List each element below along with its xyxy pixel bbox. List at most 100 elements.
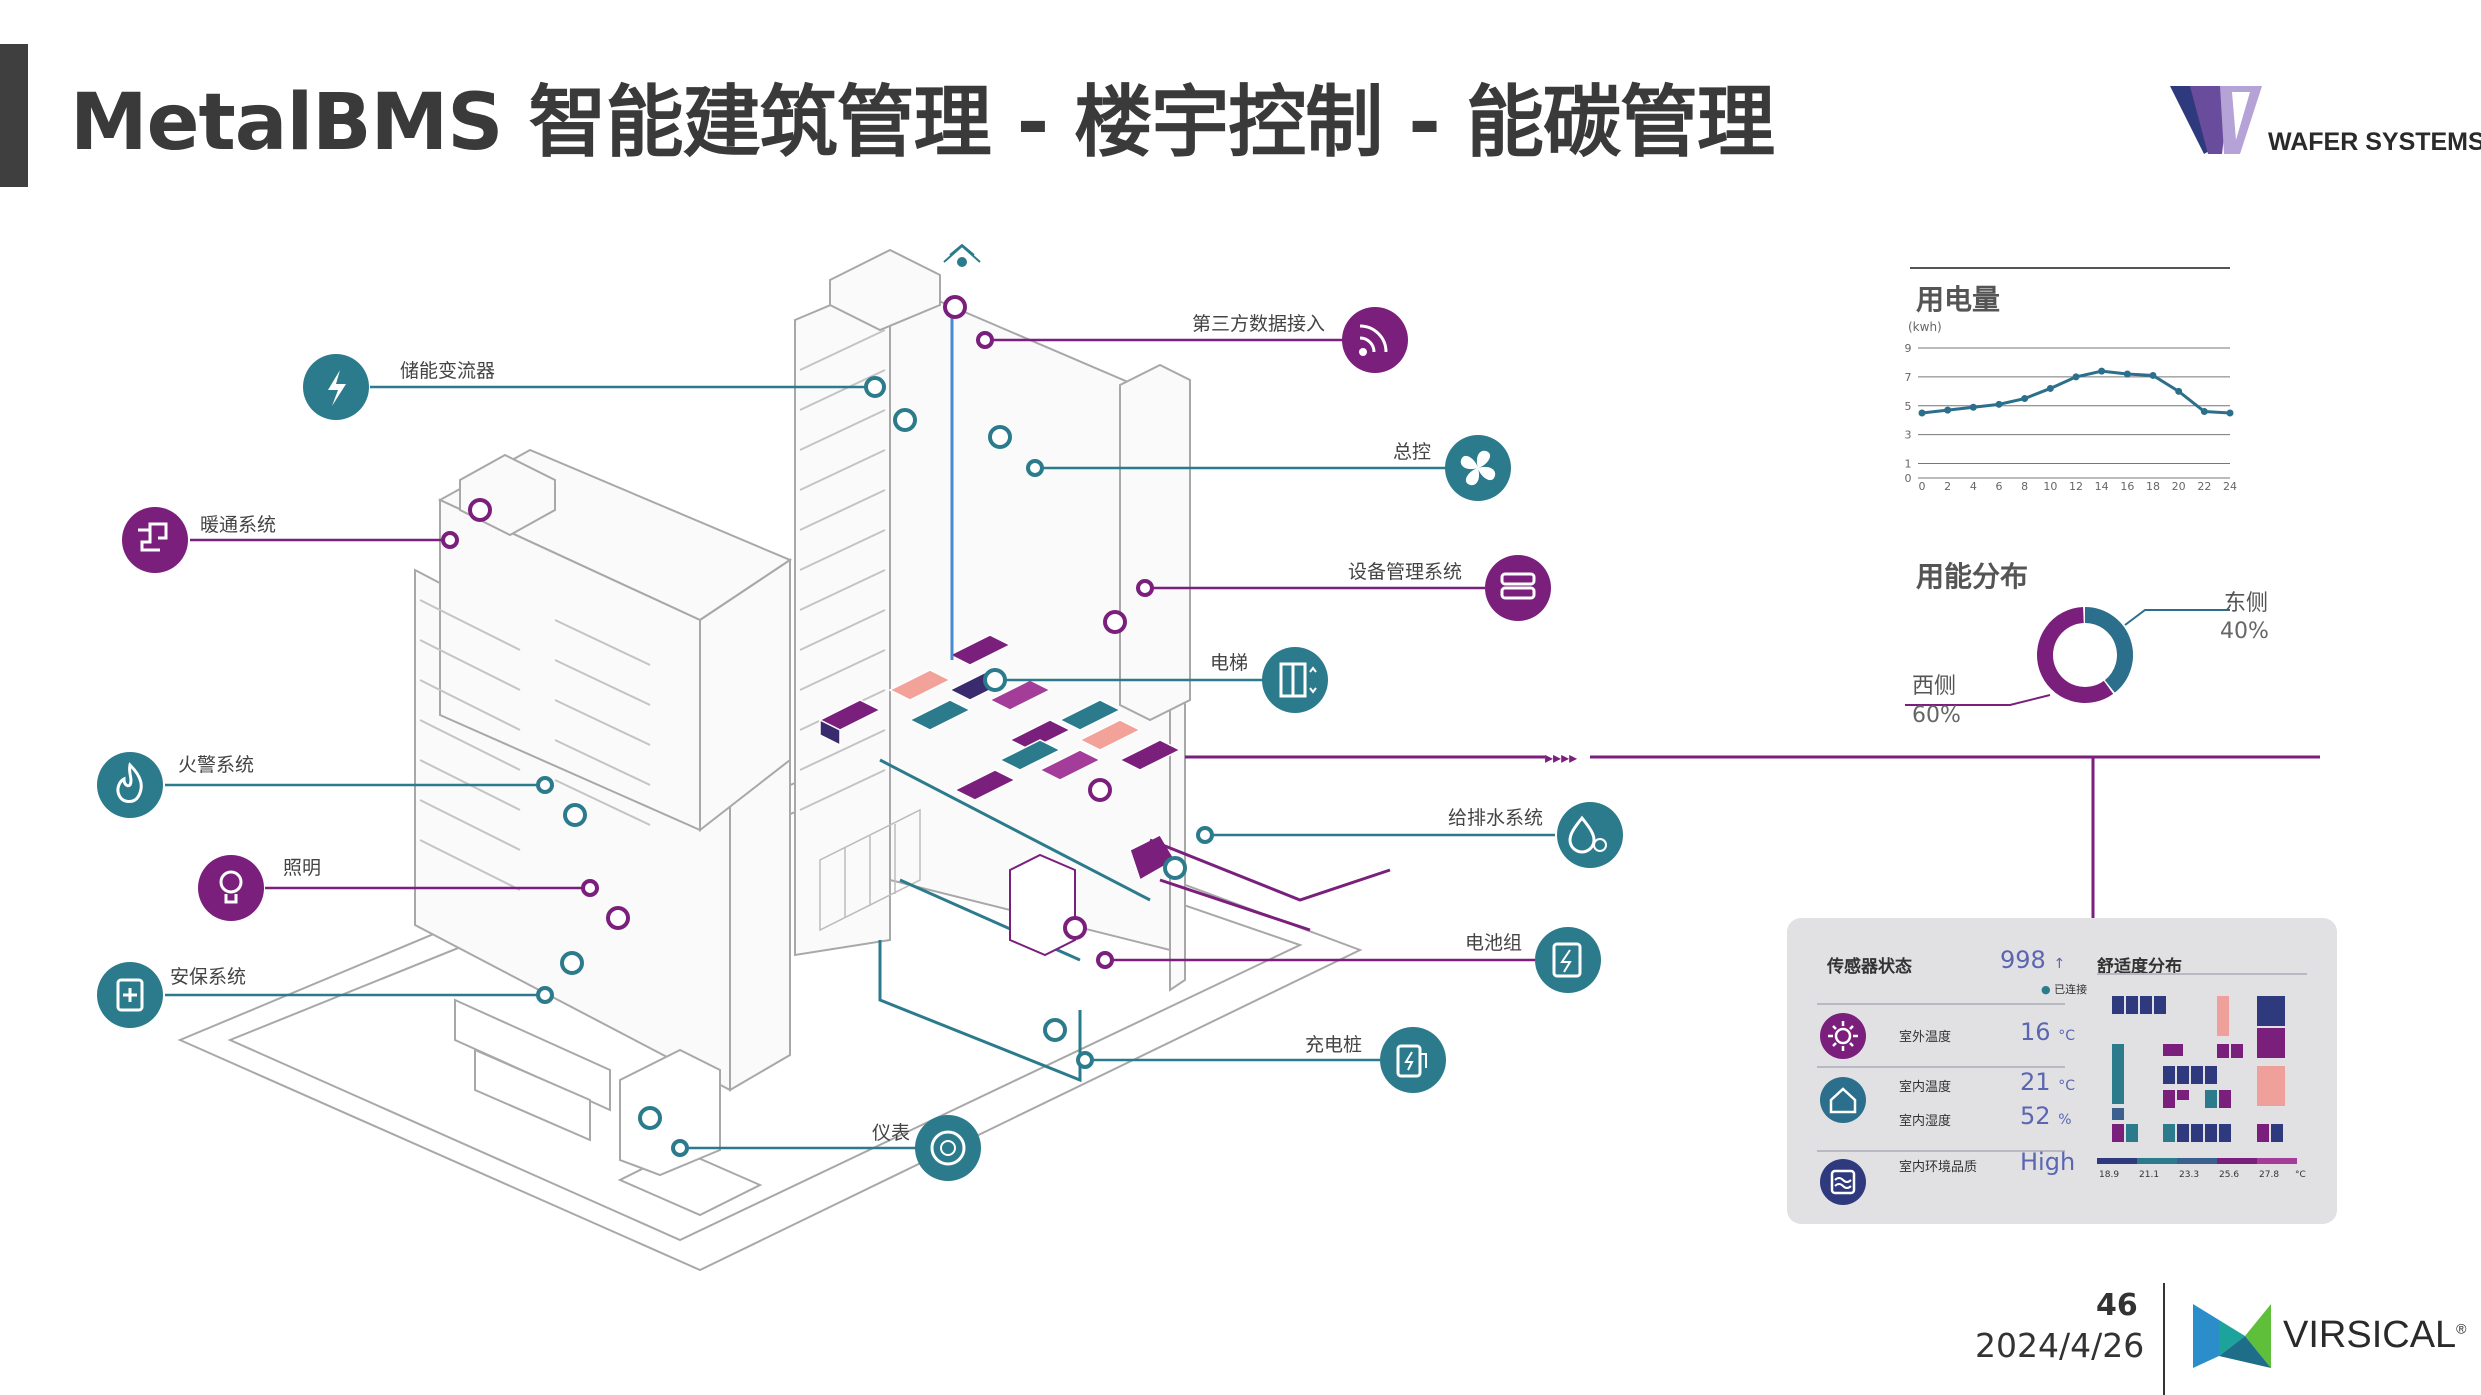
server-icon (1485, 555, 1551, 621)
sensor-status-panel: 传感器状态 998 ↑ ● 已连接 室外温度 16 °C 室内温度 21 °C … (1787, 918, 2337, 1224)
west-value: 60% (1912, 703, 1961, 728)
data-point (2226, 409, 2234, 417)
label-hvac-system: 暖通系统 (200, 514, 277, 536)
wafer-systems-wordmark: WAFER SYSTEMS (2268, 128, 2481, 156)
x-tick-label: 20 (2172, 480, 2186, 493)
indoor-humidity-label: 室内湿度 (1899, 1114, 1952, 1129)
data-point (1918, 409, 1926, 417)
data-point (2072, 373, 2080, 381)
energy-distribution-donut (1905, 607, 2230, 706)
data-point (1944, 406, 1952, 414)
data-point (2098, 367, 2106, 375)
label-battery-pack: 电池组 (1465, 932, 1523, 954)
x-tick-label: 18 (2146, 480, 2160, 493)
x-tick-label: 24 (2223, 480, 2237, 493)
y-tick-label: 0 (1905, 472, 1912, 485)
label-fire-alarm-system: 火警系统 (178, 754, 255, 776)
y-tick-label: 1 (1905, 458, 1912, 471)
east-label: 东侧 (2224, 591, 2269, 616)
water-drop-icon (1557, 802, 1623, 868)
y-tick-label: 7 (1905, 371, 1912, 384)
x-tick-label: 2 (1944, 480, 1951, 493)
power-chart-title: 用电量 (1916, 283, 2001, 316)
distribution-chart-title: 用能分布 (1916, 560, 2029, 593)
east-leader-line (2124, 609, 2230, 626)
x-tick-label: 0 (1919, 480, 1926, 493)
label-equipment-management: 设备管理系统 (1348, 561, 1463, 583)
label-water-supply-drainage: 给排水系统 (1448, 807, 1544, 829)
label-charging-pile: 充电桩 (1305, 1034, 1363, 1056)
label-master-control: 总控 (1393, 441, 1432, 463)
bulb-icon (198, 855, 264, 921)
footer-divider (2163, 1283, 2165, 1395)
page-date: 2024/4/26 (1975, 1326, 2145, 1365)
hvac-icon (122, 507, 188, 573)
label-lighting: 照明 (283, 857, 322, 879)
data-point (1969, 403, 1977, 411)
sensor-title: 传感器状态 (1827, 957, 1912, 977)
bolt-icon (303, 354, 369, 420)
power-chart-unit: (kwh) (1908, 320, 1942, 334)
connected-status: ● 已连接 (2041, 983, 2088, 996)
page-title: MetalBMS 智能建筑管理 - 楼宇控制 - 能碳管理 (70, 78, 1775, 168)
indoor-temp-value: 21 °C (2020, 1068, 2075, 1096)
comfort-heatmap (2097, 996, 2297, 1164)
west-label: 西侧 (1912, 674, 1957, 699)
title-accent-bar (0, 44, 28, 187)
label-security-system: 安保系统 (170, 966, 247, 988)
label-elevator: 电梯 (1210, 652, 1249, 674)
outdoor-temp-value: 16 °C (2020, 1018, 2075, 1046)
data-point (2149, 371, 2157, 379)
virsical-logo (2193, 1304, 2271, 1368)
virsical-wordmark: VIRSICAL® (2283, 1314, 2467, 1356)
battery-icon (1535, 927, 1601, 993)
elevator-icon (1262, 647, 1328, 713)
air-quality-label: 室内环境品质 (1899, 1160, 1978, 1175)
x-tick-label: 14 (2095, 480, 2109, 493)
data-point (2123, 370, 2131, 378)
label-energy-storage-converter: 储能变流器 (400, 360, 496, 382)
sensor-count: 998 ↑ (2000, 946, 2066, 974)
page-number: 46 (2096, 1288, 2138, 1323)
outdoor-temp-label: 室外温度 (1899, 1030, 1952, 1045)
sun-icon (1820, 1013, 1866, 1059)
x-tick-label: 12 (2069, 480, 2083, 493)
x-tick-label: 16 (2120, 480, 2134, 493)
x-tick-label: 8 (2021, 480, 2028, 493)
data-point (2200, 408, 2208, 416)
label-third-party-data: 第三方数据接入 (1192, 313, 1326, 335)
wireless-icon (1342, 307, 1408, 373)
west-leader-line (1905, 694, 2051, 706)
fan-icon (1445, 435, 1511, 501)
wafer-systems-logo (2170, 86, 2262, 154)
comfort-scale: 18.9 21.1 23.3 25.6 27.8 °C (2099, 1170, 2306, 1180)
charger-icon (1380, 1027, 1446, 1093)
y-tick-label: 3 (1905, 429, 1912, 442)
air-quality-icon (1820, 1159, 1866, 1205)
x-tick-label: 6 (1996, 480, 2003, 493)
flame-icon (97, 752, 163, 818)
east-value: 40% (2220, 619, 2269, 644)
meter-icon (915, 1115, 981, 1181)
data-point (2021, 395, 2029, 403)
comfort-title: 舒适度分布 (2097, 957, 2182, 977)
label-meter: 仪表 (872, 1122, 911, 1144)
data-point (2046, 384, 2054, 392)
air-quality-value: High (2020, 1148, 2076, 1176)
x-tick-label: 22 (2197, 480, 2211, 493)
svg-text:▸▸▸▸: ▸▸▸▸ (1545, 748, 1577, 767)
x-tick-label: 10 (2043, 480, 2057, 493)
donut-slice-1 (2037, 607, 2114, 703)
indoor-temp-label: 室内温度 (1899, 1080, 1952, 1095)
y-tick-label: 9 (1905, 342, 1912, 355)
donut-slice-0 (2084, 607, 2133, 693)
data-point (1995, 400, 2003, 408)
x-tick-label: 4 (1970, 480, 1977, 493)
shield-icon (97, 962, 163, 1028)
house-icon (1820, 1077, 1866, 1123)
y-tick-label: 5 (1905, 400, 1912, 413)
data-point (2175, 387, 2183, 395)
indoor-humidity-value: 52 % (2020, 1102, 2072, 1130)
